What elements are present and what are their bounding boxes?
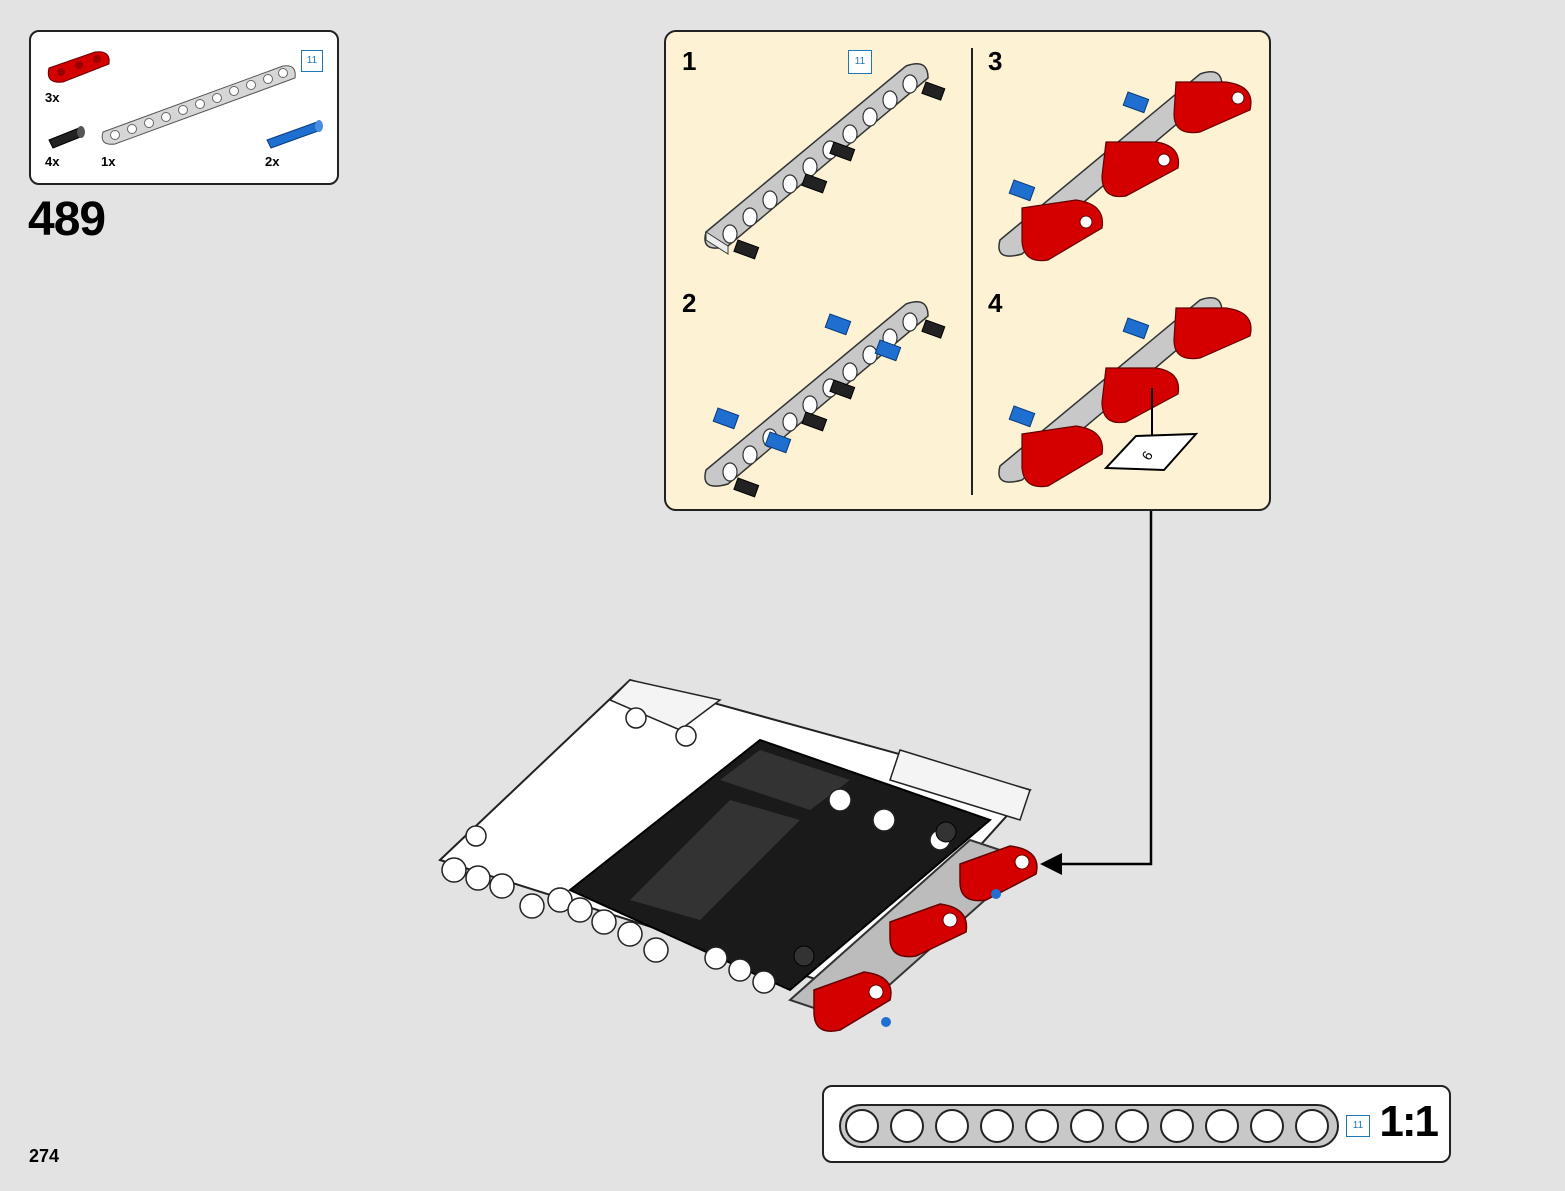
substep-3-number: 3 (988, 46, 1003, 76)
step-number: 489 (28, 193, 106, 246)
size-badge: 11 (301, 50, 323, 72)
qty-black-pin: 4x (45, 154, 60, 169)
scale-beam-11-icon (839, 1104, 1339, 1148)
substep-4-number: 4 (988, 288, 1003, 318)
callout-illustration: 6 (704, 63, 1252, 498)
main-model-illustration (438, 678, 1038, 1032)
qty-red-beam: 3x (45, 90, 60, 105)
substep-4-assembly (998, 297, 1252, 488)
substep-1-number: 1 (682, 46, 697, 76)
black-pin-icon (48, 126, 85, 149)
parts-list: 3x 4x 1x 2x 11 (29, 30, 339, 185)
scale-label: 1:1 (1379, 1097, 1439, 1146)
connector-arrowhead (1040, 853, 1062, 875)
substep-1-assembly (704, 63, 946, 260)
qty-blue-pin: 2x (265, 154, 280, 169)
blue-pin-icon (266, 120, 323, 149)
parts-illustration (47, 51, 323, 149)
page-number: 274 (29, 1146, 60, 1166)
red-beam-3-icon (47, 51, 110, 83)
gray-beam-11-icon (101, 65, 296, 145)
scale-reference: 11 1:1 (822, 1085, 1451, 1163)
callout-divider (971, 48, 973, 495)
sub-assembly-callout: 1 2 3 4 11 (664, 30, 1271, 511)
scale-size-badge: 11 (1346, 1115, 1370, 1137)
substep-2-number: 2 (682, 288, 697, 318)
substep-3-assembly (998, 71, 1252, 262)
qty-gray-beam: 1x (101, 154, 116, 169)
substep-2-assembly (704, 301, 946, 498)
callout-size-badge: 11 (848, 50, 872, 74)
